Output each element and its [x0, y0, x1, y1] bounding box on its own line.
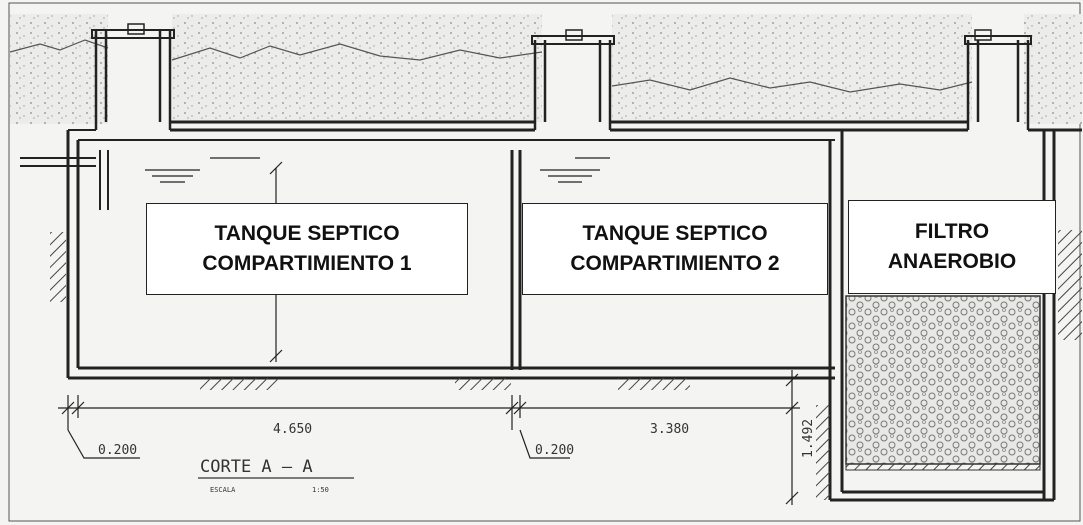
section-title: CORTE A — A — [200, 457, 313, 477]
dim-tank1-length: 4.650 — [273, 422, 312, 437]
water-level-markers — [145, 157, 610, 183]
dim-wall-mid: 0.200 — [535, 443, 574, 458]
tank1-label-line1: TANQUE SEPTICO — [214, 222, 400, 245]
tank2-label-line2: COMPARTIMIENTO 2 — [570, 252, 780, 275]
inlet-pipe — [20, 150, 109, 210]
scale-value: 1:50 — [312, 486, 329, 494]
filter-grate — [845, 463, 1041, 471]
tank1-label: TANQUE SEPTICO COMPARTIMIENTO 1 — [146, 203, 468, 295]
scale-label: ESCALA — [210, 486, 236, 494]
filter-gravel-bed — [845, 295, 1041, 465]
ground-hatch — [50, 230, 1082, 500]
tank1-label-line2: COMPARTIMIENTO 1 — [202, 252, 412, 275]
dim-tank2-length: 3.380 — [650, 422, 689, 437]
dim-depth: 1.492 — [801, 419, 816, 458]
tank-walls — [66, 23, 1082, 502]
dim-wall-left: 0.200 — [98, 443, 137, 458]
tank2-label-line1: TANQUE SEPTICO — [582, 222, 768, 245]
dimension-lines — [58, 370, 800, 505]
soil-fill — [9, 14, 1082, 124]
tank2-label: TANQUE SEPTICO COMPARTIMIENTO 2 — [522, 203, 828, 295]
filter-label-line1: FILTRO — [914, 220, 990, 243]
filter-label: FILTRO ANAEROBIO — [848, 200, 1056, 294]
filter-label-line2: ANAEROBIO — [887, 250, 1017, 273]
